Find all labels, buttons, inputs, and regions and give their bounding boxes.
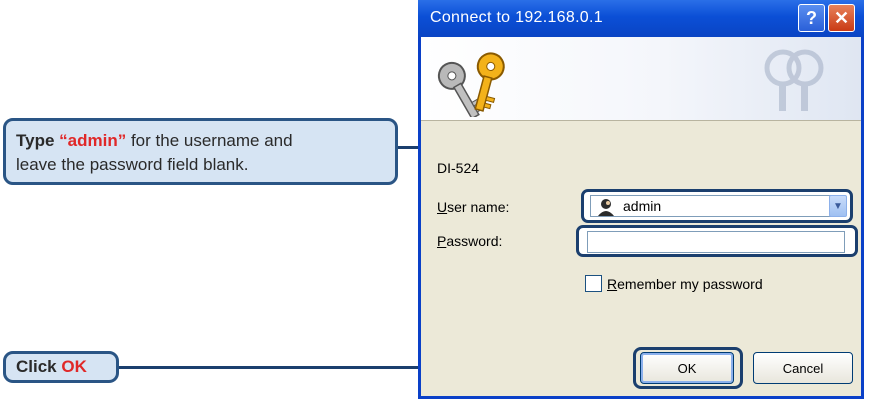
keys-icon (437, 52, 505, 117)
close-button[interactable]: ✕ (828, 4, 855, 32)
callout-type-line2: leave the password field blank. (16, 155, 249, 174)
username-label-mnemonic: U (437, 199, 448, 215)
callout-type-rest: for the username and (130, 131, 293, 150)
ok-button[interactable]: OK (640, 352, 734, 384)
password-field[interactable] (587, 231, 845, 253)
password-label: Password: (437, 233, 502, 249)
dialog-title: Connect to 192.168.0.1 (430, 9, 603, 26)
cancel-button[interactable]: Cancel (753, 352, 853, 384)
remember-label-mnemonic: R (607, 275, 618, 292)
dialog-titlebar[interactable]: Connect to 192.168.0.1 ? ✕ (418, 0, 864, 37)
password-field-highlight (576, 225, 858, 257)
username-value[interactable]: admin (623, 198, 662, 214)
password-label-text: assword: (446, 233, 503, 249)
callout-type-word: Type (16, 131, 55, 150)
username-combobox[interactable]: admin ▼ (590, 195, 847, 217)
chevron-down-icon[interactable]: ▼ (829, 195, 847, 217)
callout-admin-highlight: “admin” (59, 131, 127, 150)
dialog-banner (421, 37, 861, 121)
username-label-text: ser name: (447, 199, 510, 215)
remember-password-checkbox[interactable] (585, 275, 602, 292)
callout-click-word: Click (16, 357, 57, 376)
instruction-callout-ok: Click OK (3, 351, 119, 383)
callout-ok-highlight: OK (61, 357, 87, 376)
password-label-mnemonic: P (437, 233, 447, 249)
instruction-callout-username: Type “admin” for the username and leave … (3, 118, 398, 185)
remember-label-text: emember my password (617, 275, 763, 292)
connector-line (119, 366, 631, 369)
connect-dialog: Connect to 192.168.0.1 ? ✕ (418, 0, 864, 399)
help-button[interactable]: ? (798, 4, 825, 32)
keys-watermark-icon (764, 49, 824, 111)
server-name: DI-524 (437, 160, 480, 176)
ok-button-highlight: OK (633, 347, 743, 389)
username-combobox-highlight: admin ▼ (581, 189, 853, 223)
user-icon (598, 199, 614, 216)
username-label: User name: (437, 199, 509, 215)
